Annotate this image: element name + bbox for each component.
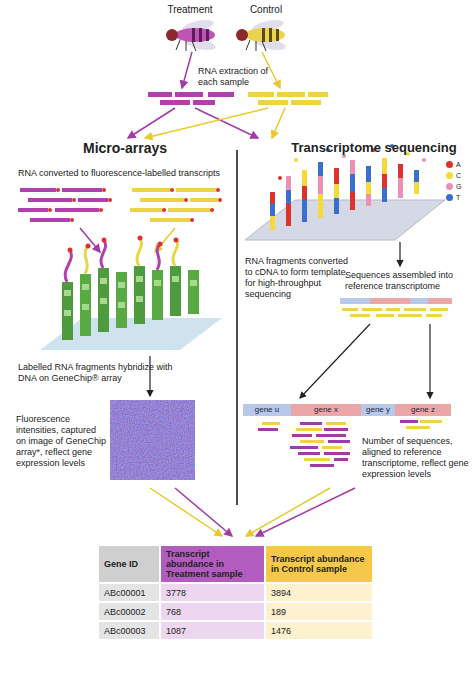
table-cell: 3894	[265, 583, 373, 602]
gene-bar: gene z	[395, 404, 451, 416]
step-text: Labelled RNA fragments hybridize with DN…	[18, 362, 178, 384]
gene-bar: gene y	[361, 404, 395, 416]
legend-text: G	[456, 182, 461, 191]
table-cell: 3778	[160, 583, 265, 602]
table-header: Transcript abundance in Treatment sample	[160, 545, 265, 583]
legend-entry: G	[446, 182, 461, 191]
genechip-array	[40, 236, 222, 351]
step-text: Number of sequences, aligned to referenc…	[362, 436, 470, 480]
step-text: RNA extraction of each sample	[198, 66, 274, 88]
rna-fragments	[148, 92, 328, 105]
legend-swatch	[446, 183, 453, 190]
table-header: Gene ID	[98, 545, 160, 583]
legend-entry: C	[446, 171, 461, 180]
legend-text: T	[456, 193, 460, 202]
sequencing-plate	[245, 144, 445, 240]
step-text: RNA fragments converted to cDNA to form …	[245, 256, 357, 300]
gene-name: gene z	[411, 405, 435, 414]
sample-label: Treatment	[158, 4, 222, 16]
gene-name: gene u	[255, 405, 279, 414]
step-text: RNA converted to fluorescence-labelled t…	[18, 168, 233, 179]
section-heading: Transcriptome sequencing	[276, 140, 472, 156]
legend-swatch	[446, 172, 453, 179]
sample-label: Control	[236, 4, 296, 16]
control-fly	[236, 18, 287, 52]
step-text: Sequences assembled into reference trans…	[345, 270, 455, 292]
table-cell: 768	[160, 602, 265, 621]
step-text: Fluorescence intensities, captured on im…	[16, 414, 108, 469]
results-table: Gene IDTranscript abundance in Treatment…	[98, 545, 373, 640]
gene-name: gene x	[314, 405, 338, 414]
legend-entry: T	[446, 193, 460, 202]
table-cell: 1476	[265, 621, 373, 640]
legend-entry: A	[446, 160, 461, 169]
section-heading: Micro-arrays	[60, 140, 190, 157]
gene-bar: gene x	[291, 404, 361, 416]
table-header: Transcript abundance in Control sample	[265, 545, 373, 583]
reference-transcriptome	[340, 298, 452, 317]
legend-swatch	[446, 194, 453, 201]
gene-name: gene y	[366, 405, 390, 414]
gene-bar: gene u	[243, 404, 291, 416]
treatment-fly	[166, 18, 217, 52]
legend-text: A	[456, 160, 461, 169]
legend-swatch	[446, 161, 453, 168]
table-cell: ABc00002	[98, 602, 160, 621]
table-cell: 189	[265, 602, 373, 621]
labelled-transcripts	[18, 188, 222, 222]
table-cell: 1087	[160, 621, 265, 640]
table-cell: ABc00001	[98, 583, 160, 602]
legend-text: C	[456, 171, 461, 180]
table-cell: ABc00003	[98, 621, 160, 640]
fluorescence-image	[110, 400, 195, 480]
